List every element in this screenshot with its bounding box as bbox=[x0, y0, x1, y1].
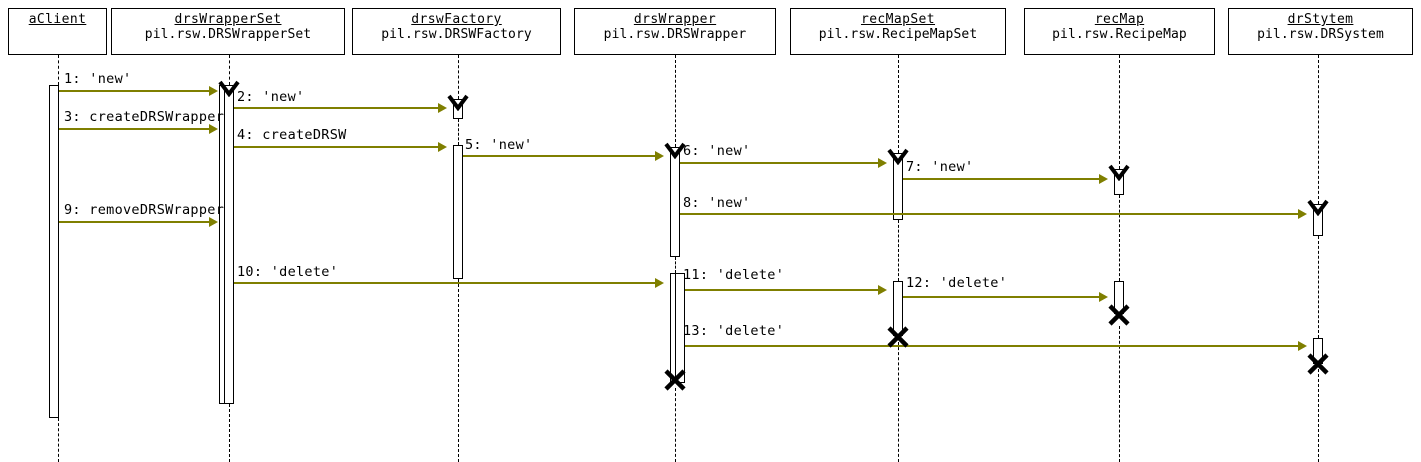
message-line-5 bbox=[463, 155, 657, 157]
activation-aClient bbox=[49, 85, 59, 418]
lifeline-aClient bbox=[58, 55, 59, 85]
participant-class: pil.rsw.RecipeMap bbox=[1052, 27, 1187, 42]
lifeline-aClient-tail bbox=[58, 418, 59, 462]
lifeline-recMapSet bbox=[898, 55, 899, 153]
message-line-12 bbox=[903, 296, 1101, 298]
message-line-10 bbox=[234, 282, 657, 284]
participant-drswFactory[interactable]: drswFactory pil.rsw.DRSWFactory bbox=[352, 8, 561, 55]
message-line-1 bbox=[59, 90, 211, 92]
message-line-6 bbox=[680, 162, 880, 164]
creation-marker-drStytem bbox=[1307, 199, 1329, 216]
destruction-marker-drStytem bbox=[1306, 352, 1330, 376]
participant-class: pil.rsw.DRSWrapper bbox=[603, 27, 747, 42]
participant-name: drswFactory bbox=[411, 12, 502, 27]
message-label-7: 7: 'new' bbox=[906, 159, 974, 175]
message-line-13 bbox=[685, 345, 1300, 347]
destruction-marker-drsWrapper bbox=[663, 368, 687, 392]
participant-class: pil.rsw.DRSWFactory bbox=[381, 27, 532, 42]
activation-drStytem-1 bbox=[1313, 204, 1323, 236]
destruction-marker-recMapSet bbox=[886, 325, 910, 349]
lifeline-recMap-mid bbox=[1119, 195, 1120, 281]
message-line-7 bbox=[903, 178, 1101, 180]
message-line-9 bbox=[59, 221, 211, 223]
lifeline-drswFactory-mid bbox=[458, 119, 459, 145]
activation-drsWrapper-1 bbox=[670, 147, 680, 257]
participant-name: drsWrapper bbox=[633, 12, 717, 27]
participant-name: drsWrapperSet bbox=[174, 12, 282, 27]
message-label-13: 13: 'delete' bbox=[683, 323, 785, 339]
creation-marker-recMap bbox=[1108, 164, 1130, 181]
message-arrow-13 bbox=[1298, 341, 1307, 351]
participant-class: pil.rsw.DRSystem bbox=[1257, 27, 1384, 42]
activation-drsWrapperSet-inner bbox=[224, 85, 234, 404]
lifeline-drStytem-tail bbox=[1318, 364, 1319, 462]
lifeline-drsWrapper-mid bbox=[675, 257, 676, 273]
destruction-marker-recMap bbox=[1107, 303, 1131, 327]
creation-marker-drswFactory bbox=[447, 94, 469, 111]
message-label-1: 1: 'new' bbox=[64, 71, 132, 87]
lifeline-recMapSet-mid bbox=[898, 220, 899, 281]
message-arrow-10 bbox=[655, 278, 664, 288]
lifeline-drswFactory bbox=[458, 55, 459, 99]
lifeline-drsWrapperSet bbox=[229, 55, 230, 85]
message-label-5: 5: 'new' bbox=[465, 137, 533, 153]
lifeline-recMapSet-tail bbox=[898, 342, 899, 462]
participant-recMap[interactable]: recMap pil.rsw.RecipeMap bbox=[1024, 8, 1215, 55]
message-arrow-9 bbox=[209, 217, 218, 227]
participant-name: recMap bbox=[1094, 12, 1145, 27]
message-line-3 bbox=[59, 128, 211, 130]
message-arrow-7 bbox=[1099, 174, 1108, 184]
participant-name: aClient bbox=[28, 12, 87, 27]
participant-recMapSet[interactable]: recMapSet pil.rsw.RecipeMapSet bbox=[790, 8, 1006, 55]
message-line-2 bbox=[234, 107, 440, 109]
activation-recMap-1 bbox=[1114, 169, 1124, 195]
creation-marker-drsWrapperSet bbox=[218, 80, 240, 97]
message-label-9: 9: removeDRSWrapper bbox=[64, 202, 225, 218]
lifeline-drswFactory-tail bbox=[458, 279, 459, 462]
lifeline-drStytem-mid bbox=[1318, 236, 1319, 338]
message-arrow-5 bbox=[655, 151, 664, 161]
message-label-3: 3: createDRSWrapper bbox=[64, 109, 225, 125]
lifeline-drStytem bbox=[1318, 55, 1319, 204]
lifeline-recMap bbox=[1119, 55, 1120, 169]
message-arrow-4 bbox=[438, 142, 447, 152]
message-arrow-8 bbox=[1298, 209, 1307, 219]
message-arrow-12 bbox=[1099, 292, 1108, 302]
lifeline-drsWrapper bbox=[675, 55, 676, 147]
participant-name: drStytem bbox=[1287, 12, 1354, 27]
message-line-11 bbox=[685, 289, 880, 291]
message-label-11: 11: 'delete' bbox=[683, 267, 785, 283]
message-line-4 bbox=[234, 146, 440, 148]
participant-name: recMapSet bbox=[860, 12, 936, 27]
participant-class: pil.rsw.DRSWrapperSet bbox=[144, 27, 312, 42]
activation-recMapSet-1 bbox=[893, 153, 903, 220]
message-label-6: 6: 'new' bbox=[683, 143, 751, 159]
message-label-10: 10: 'delete' bbox=[237, 264, 339, 280]
message-arrow-3 bbox=[209, 124, 218, 134]
message-label-4: 4: createDRSW bbox=[237, 127, 347, 143]
lifeline-drsWrapper-tail bbox=[675, 388, 676, 462]
participant-class: pil.rsw.RecipeMapSet bbox=[818, 27, 978, 42]
message-label-12: 12: 'delete' bbox=[906, 275, 1008, 291]
participant-drsWrapperSet[interactable]: drsWrapperSet pil.rsw.DRSWrapperSet bbox=[111, 8, 345, 55]
participant-aClient[interactable]: aClient bbox=[8, 8, 107, 55]
message-arrow-1 bbox=[209, 86, 218, 96]
message-label-8: 8: 'new' bbox=[683, 195, 751, 211]
creation-marker-drsWrapper bbox=[664, 142, 686, 159]
activation-drswFactory-2 bbox=[453, 145, 463, 279]
lifeline-drsWrapperSet-tail bbox=[229, 404, 230, 462]
participant-drsWrapper[interactable]: drsWrapper pil.rsw.DRSWrapper bbox=[574, 8, 776, 55]
lifeline-recMap-tail bbox=[1119, 326, 1120, 462]
message-arrow-6 bbox=[878, 158, 887, 168]
message-line-8 bbox=[680, 213, 1300, 215]
message-label-2: 2: 'new' bbox=[237, 89, 305, 105]
participant-drStytem[interactable]: drStytem pil.rsw.DRSystem bbox=[1228, 8, 1413, 55]
message-arrow-11 bbox=[878, 285, 887, 295]
creation-marker-recMapSet bbox=[887, 148, 909, 165]
message-arrow-2 bbox=[438, 103, 447, 113]
